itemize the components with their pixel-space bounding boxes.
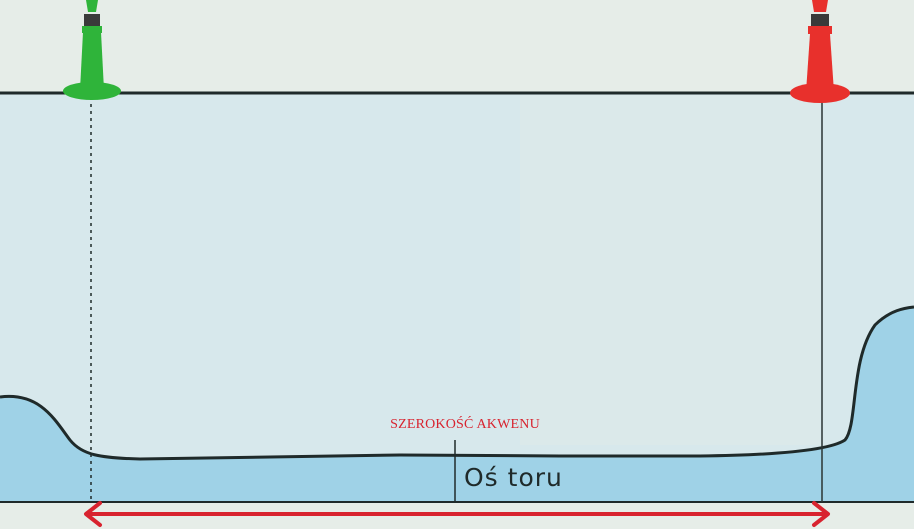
sky-area [0, 0, 914, 94]
fairway-width-label: SZEROKOŚĆ AKWENU [390, 417, 540, 432]
fairway-axis-label: Oś toru [464, 463, 563, 492]
water-shading [520, 95, 820, 445]
width-arrow [84, 501, 830, 527]
red-buoy [790, 0, 850, 103]
seabed-line [0, 305, 914, 461]
green-buoy [63, 0, 121, 100]
